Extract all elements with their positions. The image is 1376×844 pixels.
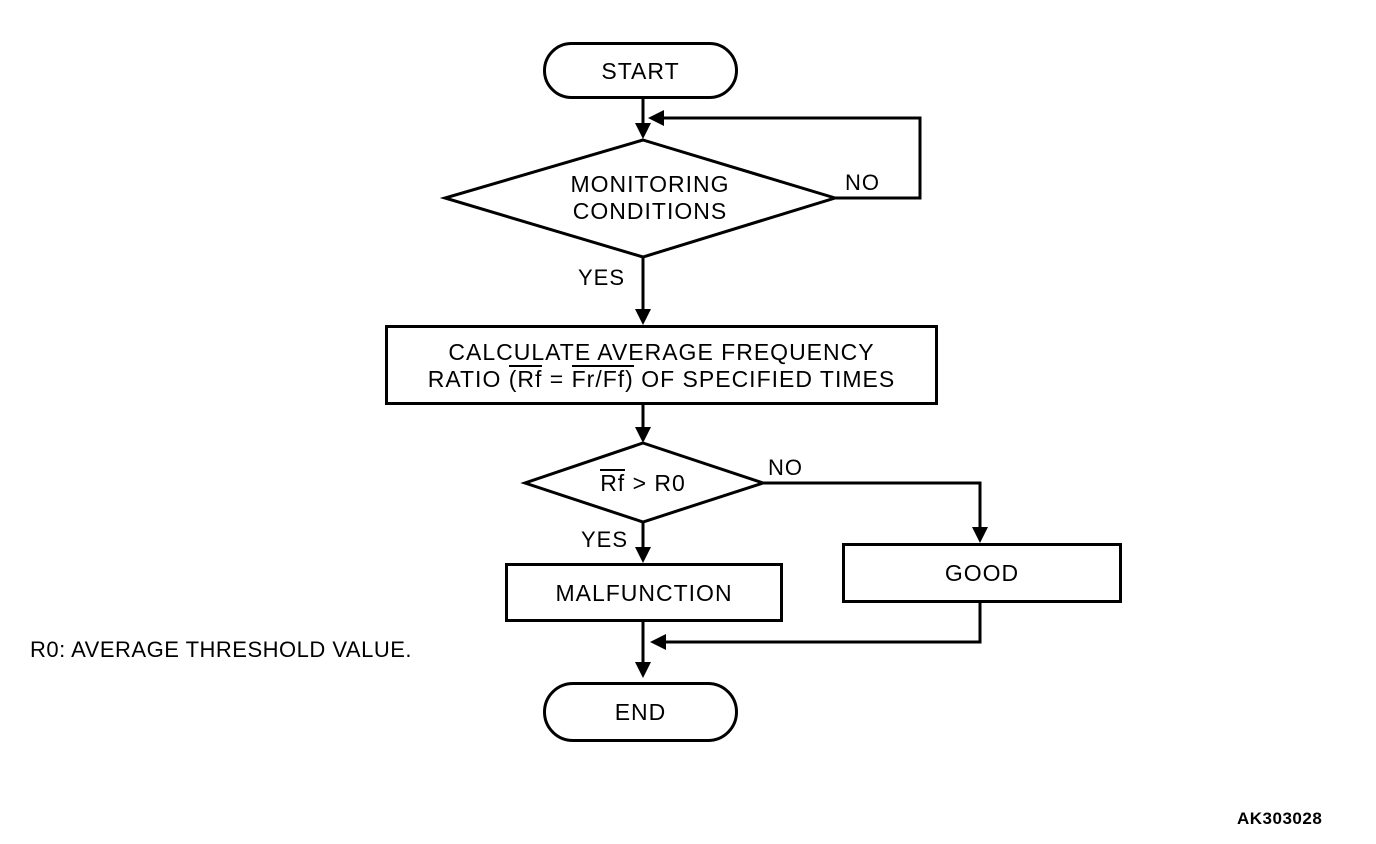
plain-term: OF SPECIFIED TIMES [633, 365, 896, 392]
arrowhead-into-good [972, 527, 988, 543]
node-good-label: GOOD [944, 560, 1020, 586]
edge-label-monitoring-no: NO [845, 170, 880, 195]
node-calculate-line2: RATIO (Rf = Fr/Ff) OF SPECIFIED TIMES [427, 364, 896, 392]
decision-rfcheck-shape [520, 441, 768, 524]
node-start-label: START [601, 57, 680, 84]
plain-term: RATIO [427, 365, 509, 392]
node-good: GOOD [842, 543, 1122, 603]
overlined-term: Fr/Ff) [571, 364, 634, 392]
node-calculate-line1: CALCULATE AVERAGE FREQUENCY [448, 338, 875, 365]
edge-rfcheck-no [763, 481, 982, 528]
edge-label-monitoring-yes: YES [578, 265, 626, 290]
node-malfunction-label: MALFUNCTION [555, 579, 733, 606]
figure-code: AK303028 [1237, 809, 1323, 828]
overlined-term: (Rf [508, 364, 543, 392]
node-calculate: CALCULATE AVERAGE FREQUENCY RATIO (Rf = … [385, 325, 938, 405]
decision-monitoring-shape [439, 138, 841, 259]
plain-term: = [542, 365, 572, 392]
edge-monitoring-no-loop [664, 116, 922, 200]
edge-label-rfcheck-yes: YES [581, 527, 629, 552]
node-start: START [543, 42, 738, 99]
edge-good-to-merge [666, 603, 982, 644]
arrowhead-into-malfunction [635, 547, 651, 563]
arrowhead-no-loop [648, 110, 664, 126]
node-malfunction: MALFUNCTION [505, 563, 783, 622]
arrowhead-into-calculate [635, 309, 651, 325]
arrowhead-into-monitoring [635, 123, 651, 139]
node-rfcheck-formula: Rf > R0 [600, 469, 686, 497]
node-rfcheck-label: Rf > R0 [525, 468, 761, 498]
arrowhead-good-merge [650, 634, 666, 650]
threshold-note: R0: AVERAGE THRESHOLD VALUE. [30, 637, 413, 662]
arrowhead-into-rfcheck [635, 427, 651, 443]
node-end: END [543, 682, 738, 742]
overlined-term: Rf [600, 469, 626, 496]
plain-term: > R0 [625, 470, 686, 496]
node-monitoring-label: MONITORING CONDITIONS [570, 171, 730, 224]
edge-label-rfcheck-no: NO [768, 455, 803, 480]
node-end-label: END [614, 699, 667, 725]
arrowhead-into-end [635, 662, 651, 678]
